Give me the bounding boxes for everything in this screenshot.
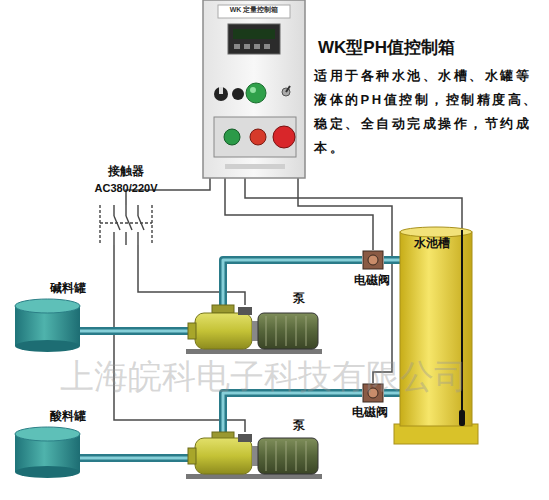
pipe-inner — [80, 457, 190, 460]
control-box: WK 定量控制箱 — [203, 0, 305, 178]
pump: 泵 — [190, 432, 320, 480]
solenoid-valve: 电磁阀 — [362, 250, 384, 270]
pipe-outer — [223, 260, 362, 305]
pipe-inner — [384, 392, 400, 395]
pump-art — [186, 432, 322, 479]
water-tank: 水池槽 — [400, 230, 472, 442]
node-label: 电磁阀 — [352, 405, 396, 419]
wire-line — [245, 178, 462, 230]
pipe-connector — [223, 260, 362, 305]
alkali-tank: 碱料罐 — [15, 300, 80, 350]
solenoid-valve: 电磁阀 — [362, 383, 384, 403]
node-label: 碱料罐 — [50, 281, 100, 295]
pipe-connector — [223, 393, 362, 432]
wire-connector — [225, 178, 373, 250]
pipe-connector — [384, 393, 400, 394]
node-label: 酸料罐 — [50, 409, 100, 423]
pipe-inner — [223, 393, 362, 432]
pipe-outer — [80, 454, 190, 462]
pipe-outer — [384, 389, 400, 397]
diagram-title: WK型PH值控制箱 — [318, 36, 455, 59]
wire-connector — [245, 178, 462, 230]
pump: 泵 — [190, 305, 320, 355]
node-label: 泵 — [293, 291, 313, 305]
pipe-outer — [223, 393, 362, 432]
wire-line — [138, 245, 245, 305]
pipe-connector — [80, 458, 190, 459]
description-note: 适用于各种水池、水槽、水罐等液体的PH值控制，控制精度高、稳定、全自动完成操作，… — [314, 64, 542, 160]
node-label: 泵 — [293, 418, 313, 432]
pipe-inner — [80, 330, 190, 333]
pipe-outer — [80, 327, 190, 335]
contactor-box: 接触器AC380/220V — [100, 205, 152, 245]
pipe-connector — [80, 331, 190, 332]
pipe-outer — [384, 256, 400, 264]
control-box-art — [203, 0, 305, 178]
alkali-tank-art — [15, 299, 80, 352]
solenoid-valve-art — [363, 384, 383, 402]
water-tank-art — [394, 227, 478, 444]
node-label: WK 定量控制箱 — [218, 6, 290, 14]
pipe-inner — [384, 259, 400, 262]
solenoid-valve-art — [363, 251, 383, 269]
node-label: 接触器 — [96, 164, 156, 178]
wire-line — [225, 178, 373, 250]
contactor-symbol — [100, 205, 152, 245]
pump-art — [186, 305, 322, 354]
pipe-connector — [384, 260, 400, 261]
wire-connector — [138, 245, 245, 305]
node-label: 水池槽 — [414, 236, 458, 250]
node-label: 电磁阀 — [354, 273, 398, 287]
node-sublabel: AC380/220V — [78, 182, 174, 195]
pipe-inner — [223, 260, 362, 305]
acid-tank-art — [15, 427, 80, 478]
acid-tank: 酸料罐 — [15, 428, 80, 476]
